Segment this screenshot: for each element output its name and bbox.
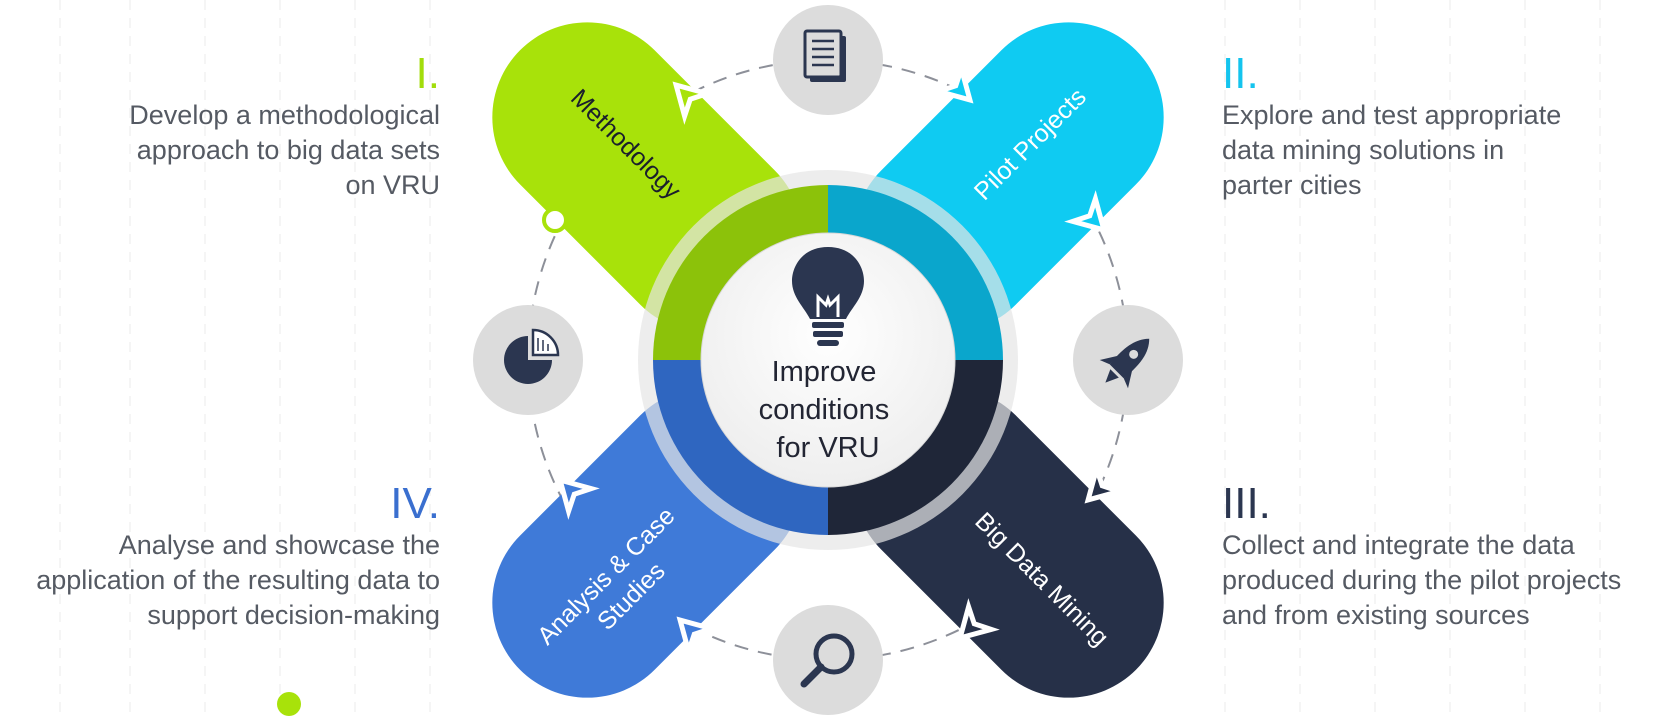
chevron-arrows — [556, 60, 1128, 660]
petal-pilot-projects[interactable] — [814, 0, 1203, 372]
document-icon — [773, 5, 883, 115]
step-two-line-1: Explore and test appropriate — [1222, 100, 1562, 130]
arrow-top-right — [930, 60, 974, 104]
step-one-line-3: on VRU — [345, 170, 440, 200]
pie-chart-icon — [473, 305, 583, 415]
step-one-number: I. — [415, 49, 440, 98]
accent-dot — [277, 692, 301, 716]
center-line-3: for VRU — [776, 432, 879, 464]
step-three-description: Collect and integrate the data produced … — [1222, 528, 1652, 633]
lightbulb-icon — [792, 247, 864, 346]
center-line-2: conditions — [759, 394, 890, 426]
arrow-left-lower — [556, 476, 600, 520]
step-one-line-2: approach to big data sets — [136, 135, 440, 165]
step-four: IV. Analyse and showcase the application… — [0, 480, 440, 633]
arrow-right-upper — [1064, 190, 1108, 234]
arrow-bottom-right — [956, 598, 1000, 642]
step-four-line-2: application of the resulting data to — [36, 565, 440, 595]
step-three: III. Collect and integrate the data prod… — [1222, 480, 1652, 633]
step-four-description: Analyse and showcase the application of … — [0, 528, 440, 633]
step-two-line-3: parter cities — [1222, 170, 1362, 200]
step-one-line-1: Develop a methodological — [129, 100, 440, 130]
center-line-1: Improve — [772, 356, 877, 388]
magnifier-icon — [773, 605, 883, 715]
step-three-line-3: and from existing sources — [1222, 600, 1530, 630]
arrow-bottom-left — [676, 616, 720, 660]
rocket-icon — [1073, 305, 1183, 415]
arrow-top-left — [672, 81, 716, 125]
step-four-line-3: support decision-making — [147, 600, 440, 630]
step-two-number: II. — [1222, 49, 1259, 98]
step-three-number: III. — [1222, 479, 1271, 528]
background-guides — [59, 0, 1601, 719]
step-four-number: IV. — [390, 479, 440, 528]
accent-dot-ring — [542, 207, 568, 233]
center-circle — [700, 232, 956, 488]
step-two-description: Explore and test appropriate data mining… — [1222, 98, 1652, 203]
step-three-line-1: Collect and integrate the data — [1222, 530, 1575, 560]
step-three-line-2: produced during the pilot projects — [1222, 565, 1622, 595]
step-one-description: Develop a methodological approach to big… — [0, 98, 440, 203]
center-text: Improve conditions for VRU — [759, 356, 898, 464]
step-four-line-1: Analyse and showcase the — [118, 530, 440, 560]
step-two-line-2: data mining solutions in — [1222, 135, 1505, 165]
step-one: I. Develop a methodological approach to … — [0, 50, 440, 203]
step-two: II. Explore and test appropriate data mi… — [1222, 50, 1652, 203]
arrow-right-lower — [1084, 460, 1128, 504]
